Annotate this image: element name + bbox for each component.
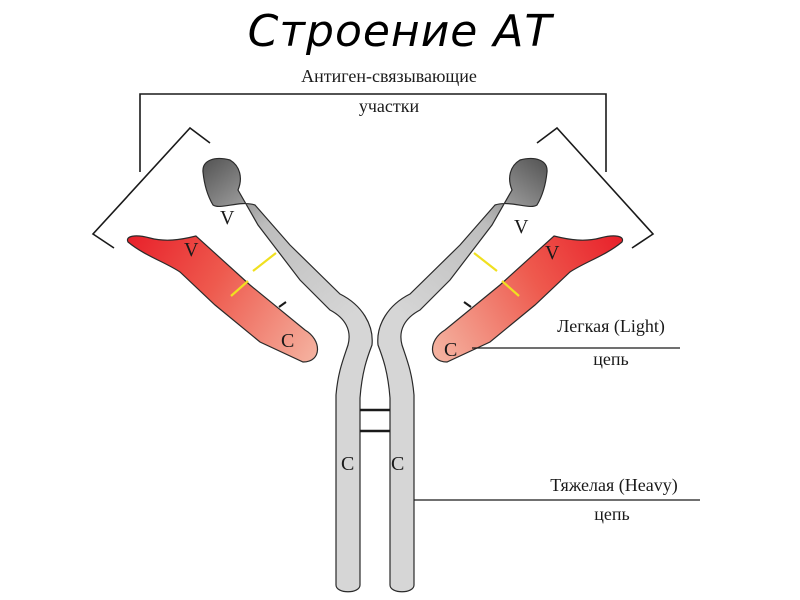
heavy-constant-label-left: C [341,453,354,475]
heavy-domain-boundary-left [252,252,277,272]
heavy-variable-label-right: V [514,216,529,238]
disulfide-bond-heavy-light-left [278,301,287,308]
heavy-chain-right [377,157,548,593]
heavy-chain-left [202,157,373,593]
heavy-constant-label-right: C [391,453,404,475]
antigen-binding-bracket [139,93,607,172]
antigen-binding-label-line1: Антиген-связывающие [301,66,477,86]
disulfide-bond-heavy-light-right [463,301,472,308]
light-chain-label-line1: Легкая (Light) [557,316,665,337]
page-title: Строение АТ [247,6,553,57]
light-domain-boundary-left [230,280,249,297]
heavy-variable-label-left: V [220,207,235,229]
heavy-chain-label-line2: цепь [594,504,629,524]
left-binding-site-bracket [91,126,211,249]
light-variable-label-right: V [545,242,560,264]
light-variable-label-left: V [184,239,199,261]
heavy-domain-boundary-right [473,252,498,272]
light-constant-label-right: C [444,339,457,361]
light-domain-boundary-right [501,280,520,297]
light-chain-left [126,235,319,363]
light-chain-right [431,235,624,363]
light-constant-label-left: C [281,330,294,352]
right-binding-site-bracket [536,126,655,249]
antigen-binding-label-line2: участки [359,96,420,116]
light-chain-label-line2: цепь [593,349,628,369]
heavy-chain-label-line1: Тяжелая (Heavy) [550,475,678,496]
